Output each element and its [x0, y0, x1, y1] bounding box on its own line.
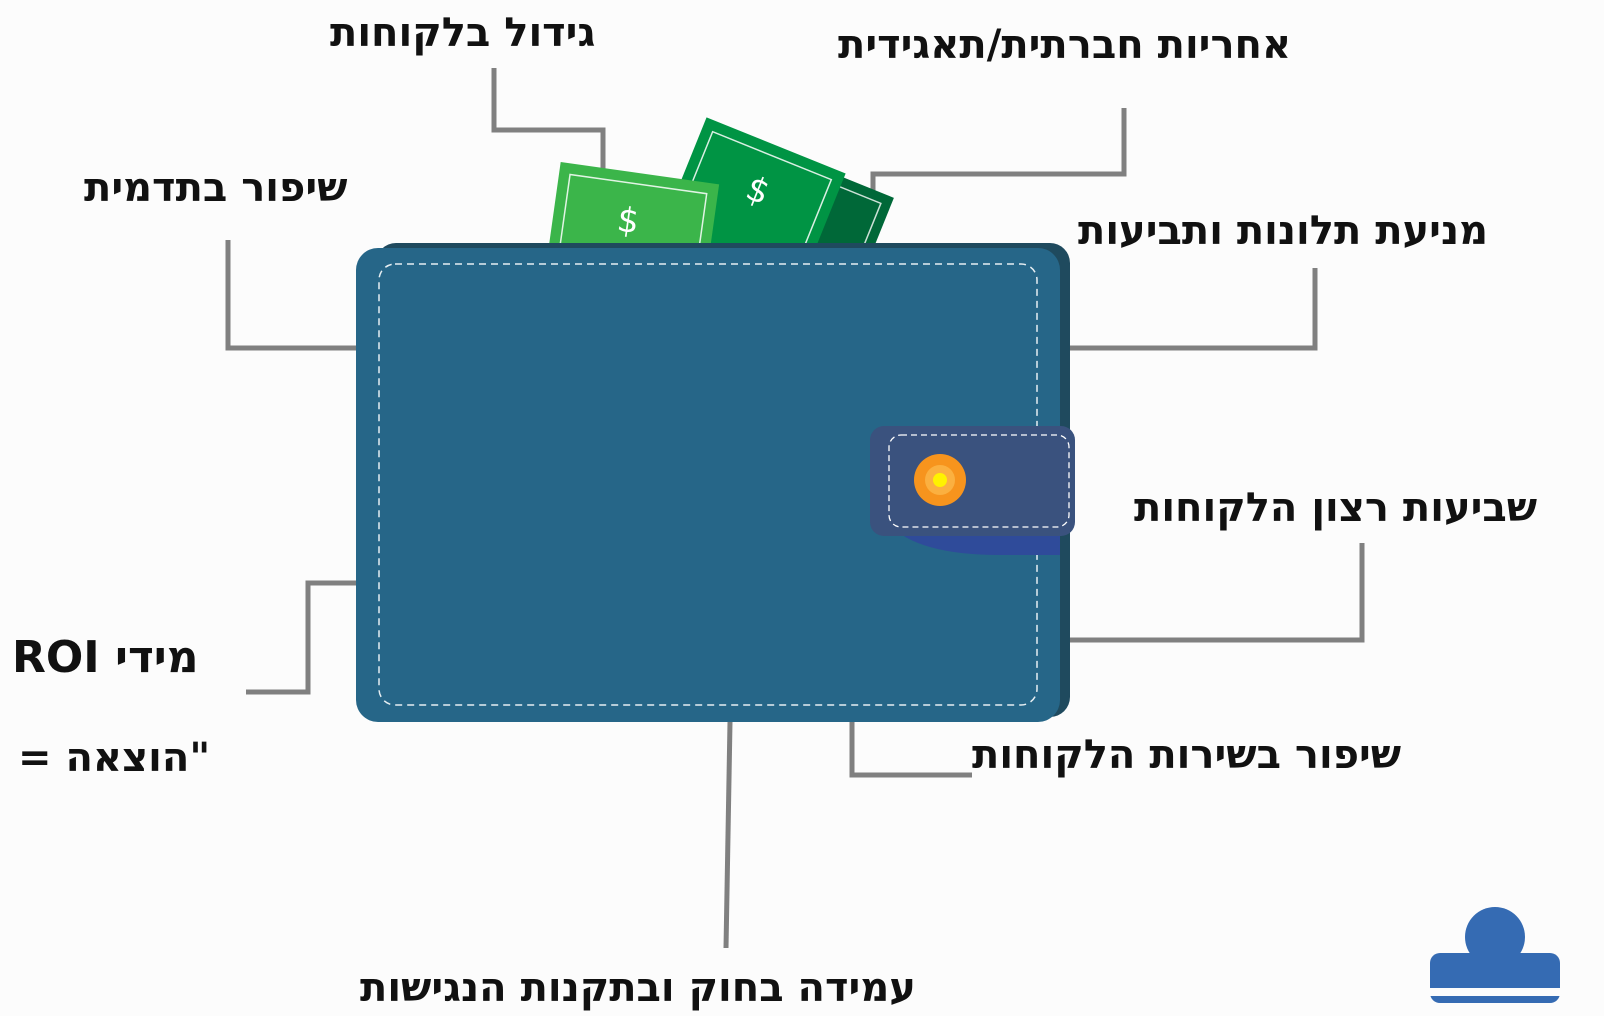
label-complaint-prevention: מניעת תלונות ותביעות — [1078, 208, 1489, 254]
label-customer-satisfaction: שביעות רצון הלקוחות — [1134, 485, 1538, 531]
wallet-icon — [356, 243, 1075, 722]
label-image-improvement: שיפור בתדמית — [84, 165, 348, 211]
connector-customer-satisfaction — [1064, 543, 1365, 643]
clasp-strap — [870, 426, 1075, 536]
connector-service-improvement — [849, 722, 972, 778]
label-roi: ROI מידי — [12, 632, 199, 683]
connector-compliance — [723, 721, 733, 949]
wallet-front — [356, 248, 1060, 722]
connector-customer-growth — [491, 68, 606, 172]
label-roi-continued: = הוצאה" — [18, 735, 211, 781]
connector-roi — [246, 580, 356, 695]
label-service-improvement: שיפור בשירות הלקוחות — [972, 732, 1402, 778]
accessibility-person-icon — [1430, 907, 1560, 1003]
connector-complaint-prevention — [1064, 268, 1318, 351]
label-social-responsibility: אחריות חברתית/תאגידית — [838, 22, 1292, 68]
label-customer-growth: גידול בלקוחות — [330, 10, 596, 56]
clasp-stitching — [888, 434, 1070, 528]
connector-image-improvement — [225, 240, 356, 351]
connector-social-responsibility — [870, 108, 1127, 206]
label-compliance: עמידה בחוק ובתקנות הנגישות — [360, 965, 916, 1011]
connector-lines — [225, 68, 1365, 949]
